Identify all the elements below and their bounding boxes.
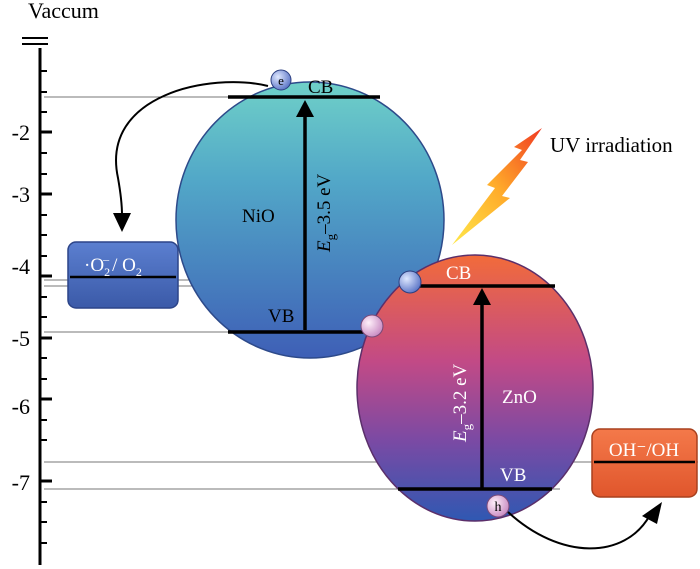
nio-gap-label: Eg–3.5 eV: [314, 173, 338, 253]
axis-tick-label: -5: [12, 326, 30, 351]
electron-transfer-arrow: [115, 81, 269, 216]
uv-lightning-icon: [452, 128, 542, 245]
nio-cb-label: CB: [308, 77, 333, 98]
zno-gap-label: Eg–3.2 eV: [450, 363, 474, 443]
zno-cb-label: CB: [446, 263, 471, 284]
superoxide-box: ·O2–/ O2: [67, 241, 179, 309]
hole-icon: [486, 494, 510, 518]
nio-band: CB VB NiO Eg–3.5 eV e: [175, 69, 445, 359]
zno-sphere: [356, 254, 594, 522]
electron-label: e: [278, 73, 284, 88]
axis-major-ticks: [40, 130, 52, 483]
hole-transfer-arrowhead: [642, 502, 662, 524]
lightning-bolt-shape: [452, 128, 542, 245]
energy-axis: Vaccum -2 -3 -4 -5 -6 -7: [12, 0, 99, 565]
axis-tick-label: -4: [12, 254, 30, 279]
nio-gap-arrowhead: [296, 100, 314, 117]
superoxide-box-bg: [67, 241, 179, 309]
hydroxyl-label: OH⁻/OH: [609, 440, 679, 461]
axis-tick-label: -7: [12, 470, 30, 495]
nio-vb-label: VB: [268, 306, 294, 327]
hole-label: h: [495, 500, 502, 515]
hydroxyl-box: OH⁻/OH: [591, 428, 698, 498]
nio-vb-hole-icon: [360, 314, 384, 338]
electron-icon: [270, 69, 292, 91]
zno-vb-label: VB: [500, 465, 526, 486]
axis-title: Vaccum: [28, 0, 99, 23]
uv-label: UV irradiation: [550, 133, 673, 157]
nio-name: NiO: [242, 206, 275, 227]
axis-tick-label: -2: [12, 120, 30, 145]
nio-sphere: [175, 81, 445, 359]
axis-tick-label: -6: [12, 394, 30, 419]
axis-minor-ticks: [40, 70, 47, 544]
superoxide-label: ·O2–/ O2: [84, 252, 142, 279]
electron-transfer-arrowhead: [113, 213, 131, 232]
axis-tick-label: -3: [12, 182, 30, 207]
zno-cb-electron-icon: [398, 270, 422, 294]
zno-gap-arrowhead: [473, 288, 491, 305]
hole-transfer-arrow: [507, 511, 651, 550]
zno-band: CB VB ZnO Eg–3.2 eV h: [356, 254, 594, 522]
zno-name: ZnO: [502, 387, 537, 408]
